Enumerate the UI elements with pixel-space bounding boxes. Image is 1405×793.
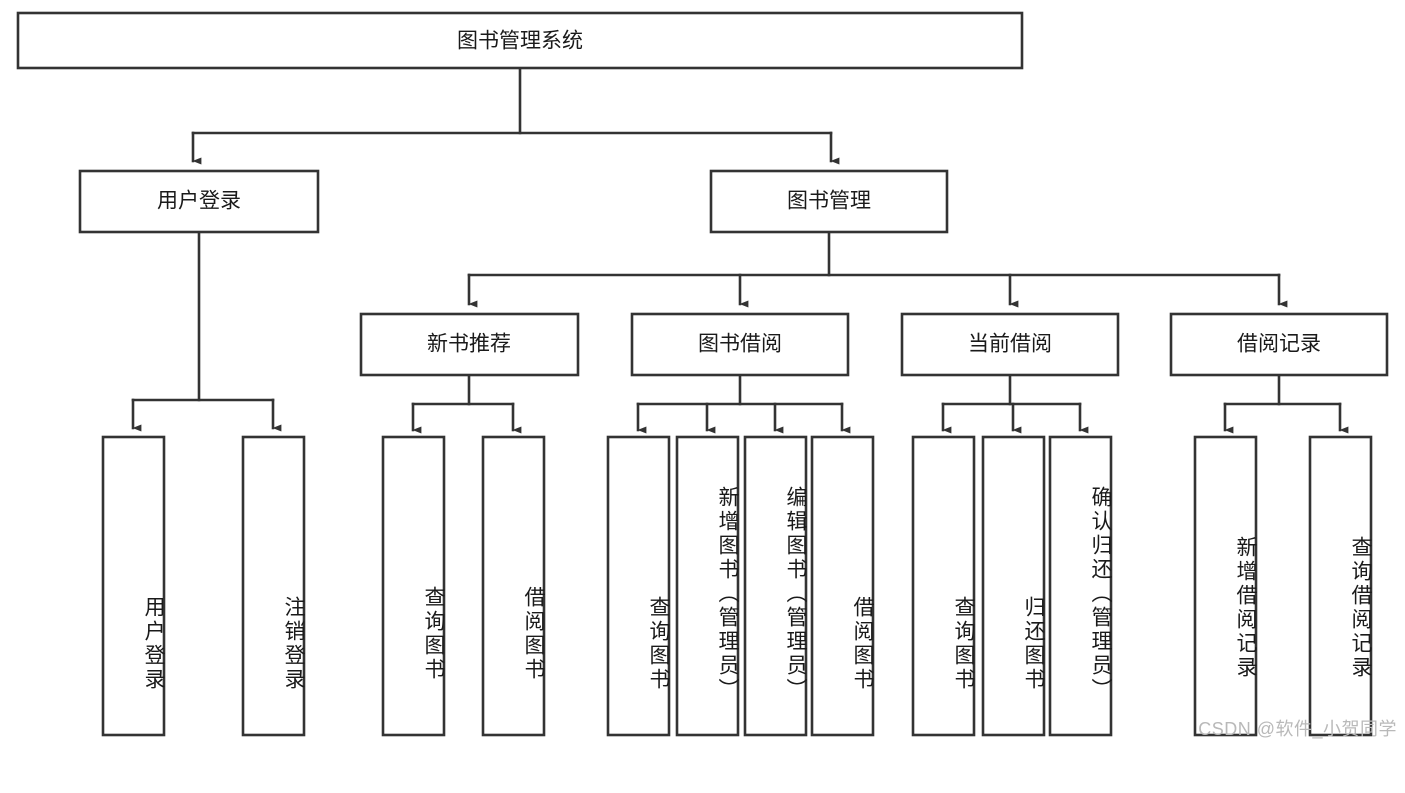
node-root[interactable]: 图书管理系统	[16, 11, 1024, 70]
leaf-box-current-borrow-0[interactable]	[911, 435, 976, 737]
diagram-root: 图书管理系统 用户登录 图书管理 新书推荐 图书借阅 当前借阅 借阅记录	[16, 11, 1397, 739]
node-user-login[interactable]: 用户登录	[78, 169, 320, 234]
node-current-borrow-box[interactable]	[900, 312, 1120, 377]
leaf-boxes-current-borrow	[911, 435, 1113, 737]
leaf-boxes-borrow-records	[1193, 435, 1373, 737]
watermark: CSDN @软件_小贺同学	[1198, 719, 1397, 739]
leaf-box-user-login-0[interactable]	[101, 435, 166, 737]
node-borrow-records-label: 借阅记录	[1237, 333, 1321, 356]
leaf-box-borrow-records-0[interactable]	[1193, 435, 1258, 737]
node-new-book-recommend-label: 新书推荐	[427, 333, 511, 356]
node-user-login-box[interactable]	[78, 169, 320, 234]
node-borrow-records-box[interactable]	[1169, 312, 1389, 377]
node-current-borrow-label: 当前借阅	[968, 333, 1052, 356]
node-book-borrow-label: 图书借阅	[698, 333, 782, 356]
edge-group-book-mgmt	[467, 230, 1288, 308]
node-book-borrow[interactable]: 图书借阅	[630, 312, 850, 377]
node-new-book-recommend[interactable]: 新书推荐	[359, 312, 580, 377]
leaf-box-current-borrow-2[interactable]	[1048, 435, 1113, 737]
edge-group-current-borrow	[941, 373, 1089, 434]
node-book-management[interactable]: 图书管理	[709, 169, 949, 234]
node-book-management-label: 图书管理	[787, 190, 871, 213]
leaf-box-new-book-1[interactable]	[481, 435, 546, 737]
leaf-box-book-borrow-1[interactable]	[675, 435, 740, 737]
diagram-canvas: 图书管理系统 用户登录 图书管理 新书推荐 图书借阅 当前借阅 借阅记录	[16, 11, 1389, 737]
leaf-box-book-borrow-3[interactable]	[810, 435, 875, 737]
edge-group-new-book	[411, 373, 522, 434]
leaf-box-new-book-0[interactable]	[381, 435, 446, 737]
leaf-box-borrow-records-1[interactable]	[1308, 435, 1373, 737]
node-root-label: 图书管理系统	[457, 30, 583, 53]
leaf-box-user-login-1[interactable]	[241, 435, 306, 737]
node-user-login-label: 用户登录	[157, 190, 241, 213]
node-new-book-recommend-box[interactable]	[359, 312, 580, 377]
node-book-borrow-box[interactable]	[630, 312, 850, 377]
node-book-management-box[interactable]	[709, 169, 949, 234]
edge-group-root	[191, 66, 840, 165]
node-borrow-records[interactable]: 借阅记录	[1169, 312, 1389, 377]
leaf-boxes-new-book-recommend	[381, 435, 546, 737]
leaf-box-book-borrow-2[interactable]	[743, 435, 808, 737]
node-current-borrow[interactable]: 当前借阅	[900, 312, 1120, 377]
edge-group-book-borrow	[636, 373, 851, 434]
node-root-box[interactable]	[16, 11, 1024, 70]
leaf-boxes-user-login	[101, 435, 306, 737]
leaf-boxes-book-borrow	[606, 435, 875, 737]
leaf-box-current-borrow-1[interactable]	[981, 435, 1046, 737]
edge-group-borrow-records	[1223, 373, 1349, 434]
leaf-box-book-borrow-0[interactable]	[606, 435, 671, 737]
edge-group-user-login	[131, 230, 282, 432]
